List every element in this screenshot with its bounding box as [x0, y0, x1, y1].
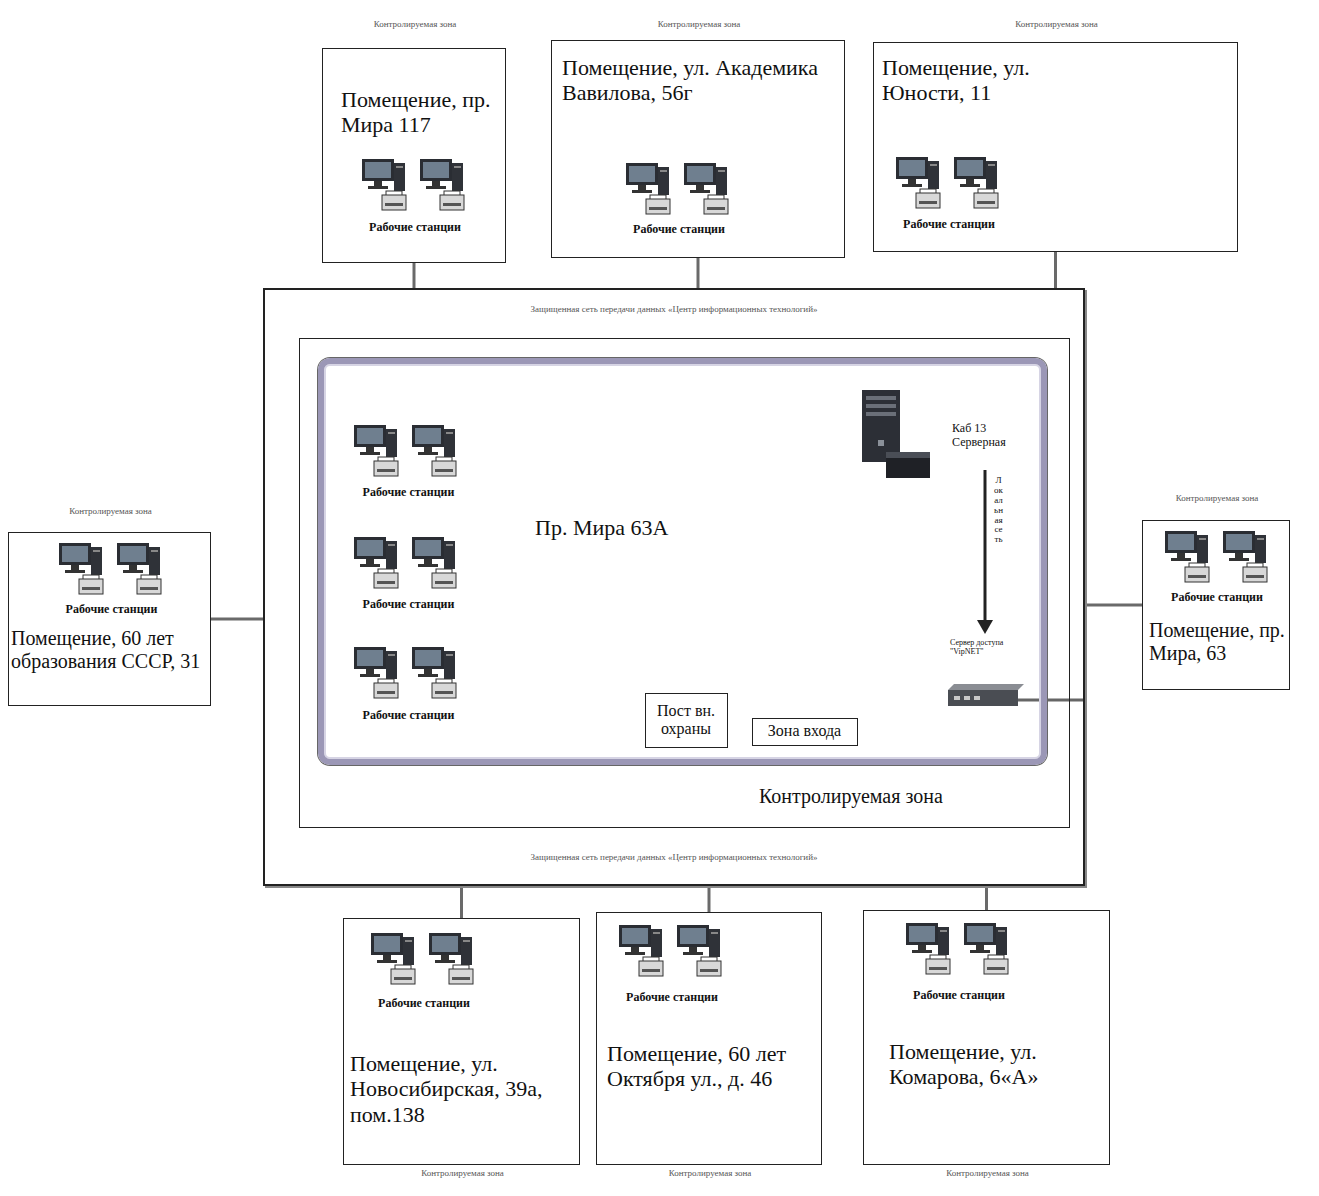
workstation-icons — [1163, 529, 1273, 585]
zone-heading: Контролируемая зона — [552, 19, 846, 29]
room-address: Помещение, ул. Юности, 11 — [882, 55, 1052, 106]
network-link — [211, 618, 263, 621]
zone-heading: Контролируемая зона — [864, 1168, 1111, 1178]
workstation-icons — [352, 645, 462, 701]
room-address: Помещение, 60 лет образования СССР, 31 — [11, 627, 209, 673]
network-label: Локальная сеть — [994, 476, 1003, 545]
secure-network-frame: Защищенная сеть передачи данных «Центр и… — [263, 288, 1085, 886]
local-network-arrow — [977, 470, 993, 634]
workstation-icon — [619, 925, 663, 976]
workstation-icon — [412, 425, 456, 476]
room-box: Рабочие станцииПомещение, 60 лет Октября… — [596, 912, 822, 1165]
workstation-icon — [1165, 531, 1209, 582]
workstations-caption: Рабочие станции — [359, 997, 489, 1011]
network-link — [1054, 252, 1057, 288]
entry-zone-box: Зона входа — [752, 718, 858, 746]
main-building: Рабочие станцииРабочие станцииРабочие ст… — [318, 358, 1047, 765]
workstation-icons — [624, 161, 734, 217]
workstation-icon — [906, 923, 950, 974]
workstation-icon — [1223, 531, 1267, 582]
workstation-icon — [354, 537, 398, 588]
workstations-caption: Рабочие станции — [884, 218, 1014, 232]
workstation-icons — [57, 541, 167, 597]
room-box: Контролируемая зонаПомещение, ул. Юности… — [873, 42, 1238, 252]
workstation-icons — [352, 535, 462, 591]
workstation-icon — [354, 647, 398, 698]
building-address: Пр. Мира 63А — [535, 515, 785, 540]
workstation-icons — [360, 157, 470, 213]
workstation-icon — [362, 159, 406, 210]
zone-heading: Контролируемая зона — [344, 1168, 581, 1178]
room-address: Помещение, пр. Мира, 63 — [1149, 619, 1289, 665]
guard-post-box: Пост вн. охраны — [645, 693, 728, 748]
room-box: Контролируемая зонаПомещение, ул. Академ… — [551, 40, 845, 258]
workstation-icon — [896, 157, 940, 208]
room-box: Рабочие станцииПомещение, ул. Новосибирс… — [343, 918, 580, 1165]
room-box: Контролируемая зонаПомещение, пр. Мира 1… — [322, 48, 506, 263]
workstation-icon — [626, 163, 670, 214]
guard-post-label: Пост вн. охраны — [646, 702, 726, 739]
workstations-caption: Рабочие станции — [619, 223, 739, 237]
network-link — [708, 886, 711, 912]
workstation-icon — [429, 933, 473, 984]
zone-heading: Контролируемая зона — [874, 19, 1239, 29]
workstation-icons — [904, 921, 1014, 977]
room-address: Помещение, ул. Новосибирская, 39а, пом.1… — [350, 1051, 578, 1127]
room-address: Помещение, ул. Академика Вавилова, 56г — [562, 55, 832, 106]
workstation-icon — [412, 537, 456, 588]
workstation-icon — [420, 159, 464, 210]
network-link — [1085, 604, 1142, 607]
server-icon — [862, 390, 930, 478]
workstations-caption: Рабочие станции — [49, 603, 174, 617]
workstation-icons — [352, 423, 462, 479]
network-link — [697, 258, 700, 288]
workstations-caption: Рабочие станции — [346, 598, 471, 612]
workstation-icon — [412, 647, 456, 698]
workstation-icon — [964, 923, 1008, 974]
room-box: Контролируемая зонаРабочие станцииПомеще… — [1142, 520, 1290, 690]
workstation-icon — [371, 933, 415, 984]
vipnet-uplink — [1018, 699, 1085, 702]
workstation-icon — [59, 543, 103, 594]
network-link — [985, 886, 988, 910]
room-address: Помещение, пр. Мира 117 — [341, 87, 491, 138]
zone-label: Контролируемая зона — [759, 785, 1039, 808]
workstation-icon — [354, 425, 398, 476]
room-address: Помещение, 60 лет Октября ул., д. 46 — [607, 1041, 819, 1092]
workstations-caption: Рабочие станции — [1153, 591, 1281, 605]
workstation-icon — [677, 925, 721, 976]
network-label: Защищенная сеть передачи данных «Центр и… — [265, 852, 1083, 862]
zone-heading: Контролируемая зона — [1143, 493, 1291, 503]
network-label: Защищенная сеть передачи данных «Центр и… — [265, 304, 1083, 314]
room-box: Рабочие станцииПомещение, ул. Комарова, … — [863, 910, 1110, 1165]
zone-heading: Контролируемая зона — [597, 1168, 823, 1178]
network-link — [460, 886, 463, 918]
network-link — [413, 263, 416, 288]
vipnet-label: Сервер доступа "VipNET" — [950, 638, 1020, 656]
zone-heading: Контролируемая зона — [323, 19, 507, 29]
workstation-icons — [894, 155, 1004, 211]
entry-zone-label: Зона входа — [753, 722, 856, 740]
workstation-icons — [369, 931, 479, 987]
room-address: Помещение, ул. Комарова, 6«А» — [889, 1039, 1107, 1090]
vipnet-device — [948, 684, 1024, 706]
workstations-caption: Рабочие станции — [894, 989, 1024, 1003]
controlled-zone-box: Контролируемая зонаРабочие станцииРабочи… — [299, 338, 1070, 828]
server-room-label: Каб 13 Серверная — [952, 422, 1027, 450]
workstation-icons — [617, 923, 727, 979]
workstations-caption: Рабочие станции — [607, 991, 737, 1005]
workstations-caption: Рабочие станции — [346, 486, 471, 500]
zone-heading: Контролируемая зона — [9, 506, 212, 516]
workstation-icon — [684, 163, 728, 214]
room-box: Контролируемая зонаРабочие станцииПомеще… — [8, 532, 211, 706]
workstation-icon — [117, 543, 161, 594]
workstation-icon — [954, 157, 998, 208]
workstations-caption: Рабочие станции — [346, 709, 471, 723]
workstations-caption: Рабочие станции — [323, 221, 507, 235]
